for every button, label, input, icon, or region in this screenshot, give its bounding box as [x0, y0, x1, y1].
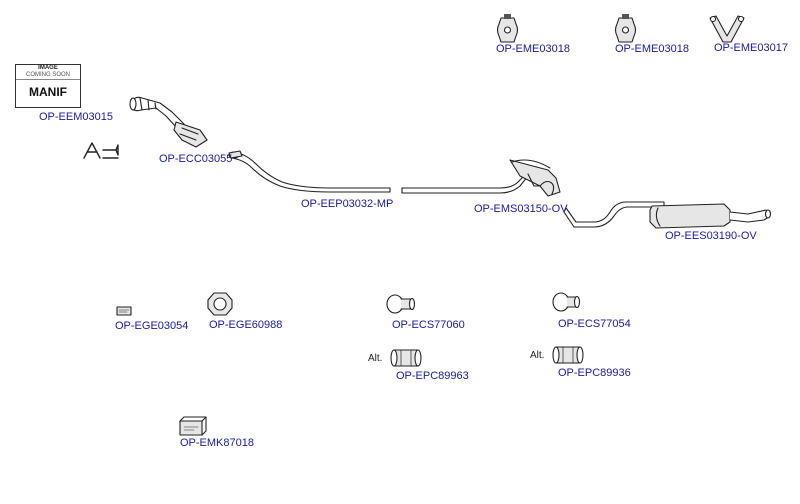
gasket-label-icon[interactable]: [116, 306, 132, 316]
part-link-ecc03055[interactable]: OP-ECC03055: [159, 153, 233, 165]
part-link-ege03054[interactable]: OP-EGE03054: [115, 320, 189, 332]
centre-silencer-icon[interactable]: [401, 159, 561, 197]
alt-label: Alt.: [368, 353, 383, 364]
part-link-emk87018[interactable]: OP-EMK87018: [180, 437, 254, 449]
catalytic-converter-icon[interactable]: [129, 96, 208, 148]
part-link-ege60988[interactable]: OP-EGE60988: [209, 319, 283, 331]
part-link-ees03190[interactable]: OP-EES03190-OV: [665, 230, 757, 242]
flange-gasket-icon[interactable]: [207, 292, 233, 316]
direction-arrow-icon: [83, 142, 119, 159]
thumbnail-coming-soon-text: COMING SOON: [25, 72, 70, 78]
part-link-epc89936[interactable]: OP-EPC89936: [558, 367, 631, 379]
part-link-eme03017[interactable]: OP-EME03017: [714, 42, 788, 54]
pipe-connector-icon[interactable]: [552, 346, 584, 364]
part-link-ecs77060[interactable]: OP-ECS77060: [392, 319, 465, 331]
part-link-eme03018-a[interactable]: OP-EME03018: [496, 43, 570, 55]
thumbnail-image-text: IMAGE: [38, 65, 58, 71]
part-link-ecs77054[interactable]: OP-ECS77054: [558, 318, 631, 330]
front-pipe-icon[interactable]: [228, 150, 391, 193]
part-link-eep03032[interactable]: OP-EEP03032-MP: [301, 198, 394, 210]
exhaust-clamp-icon[interactable]: [386, 294, 416, 314]
mounting-kit-icon[interactable]: [179, 416, 207, 436]
placeholder-thumbnail-icon[interactable]: IMAGE COMING SOON MANIF: [15, 64, 81, 108]
rubber-hanger-icon[interactable]: [614, 14, 637, 43]
alt-label: Alt.: [530, 350, 545, 361]
part-link-ems03150[interactable]: OP-EMS03150-OV: [474, 203, 568, 215]
part-link-eem03015[interactable]: OP-EEM03015: [39, 111, 113, 123]
rear-silencer-icon[interactable]: [563, 201, 772, 229]
rubber-hanger-icon[interactable]: [496, 14, 519, 43]
v-hanger-icon[interactable]: [709, 15, 745, 43]
part-link-epc89963[interactable]: OP-EPC89963: [396, 370, 469, 382]
part-link-eme03018-b[interactable]: OP-EME03018: [615, 43, 689, 55]
pipe-connector-icon[interactable]: [390, 349, 422, 367]
exhaust-clamp-icon[interactable]: [552, 292, 581, 312]
thumbnail-part-name: MANIF: [29, 85, 67, 99]
thumbnail-band: [16, 65, 80, 80]
